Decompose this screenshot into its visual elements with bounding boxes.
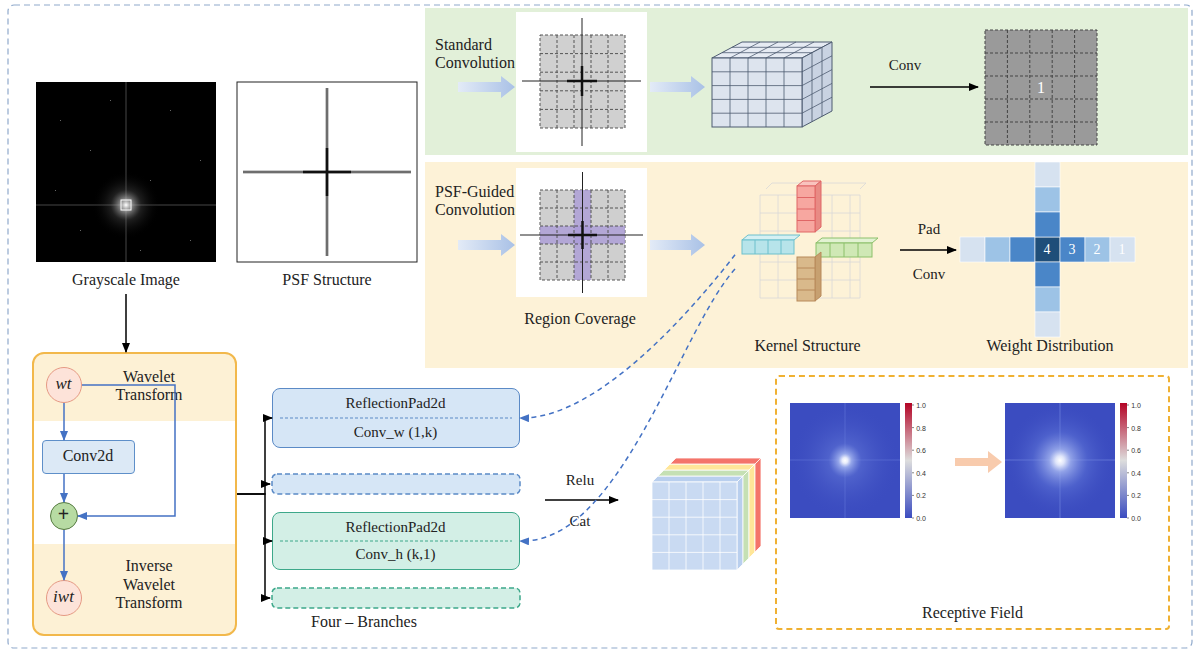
sum-circle: + <box>50 502 78 530</box>
colorbar-tick: 0.6 <box>916 447 926 454</box>
text-label: Pad <box>918 222 941 237</box>
outer-frame <box>8 5 1192 648</box>
connector-arrow <box>237 494 272 541</box>
node-text: Conv_w (1,k) <box>273 419 518 446</box>
standard-convolution-art <box>458 12 1097 152</box>
node-text: + <box>51 502 76 527</box>
node-text: Wavelet Transform <box>104 362 194 410</box>
heatmap <box>790 403 1129 518</box>
wavelet-block: Wavelet TransformInverse Wavelet Transfo… <box>32 352 237 636</box>
connector-arrow <box>63 474 65 502</box>
text-label: Conv <box>913 267 946 282</box>
text-label: Weight Distribution <box>986 338 1113 354</box>
node-text: ReflectionPad2d <box>273 514 518 541</box>
node-text: ReflectionPad2d <box>273 390 518 418</box>
transform-circle: iwt <box>46 580 82 616</box>
connector-arrow <box>63 403 65 440</box>
colorbar-tick: 0.8 <box>1131 424 1141 431</box>
node-text: Conv2d <box>43 441 133 472</box>
node-text: PSF Structure <box>217 268 437 292</box>
colorbar-tick: 0.4 <box>916 469 926 476</box>
branch-art <box>265 418 618 608</box>
text-label: Conv <box>889 58 922 73</box>
node-text: iwt <box>47 580 80 613</box>
connector-arrow <box>125 294 127 352</box>
text-label: Cat <box>570 514 591 529</box>
grayscale-image <box>36 82 216 262</box>
transform-circle: wt <box>46 367 82 403</box>
text-label: 3 <box>1069 243 1076 257</box>
node-text: Conv_h (k,1) <box>273 542 518 568</box>
colorbar-tick: 0.8 <box>916 424 926 431</box>
colorbar-tick: 1.0 <box>1131 402 1141 409</box>
colorbar-tick: 1.0 <box>916 402 926 409</box>
node-text: Receptive Field <box>777 601 1168 625</box>
connector-arrow <box>78 385 175 516</box>
text-label: Four – Branches <box>311 614 417 630</box>
node-text: Kernel Structure <box>720 334 895 358</box>
text-label: 4 <box>1044 243 1051 257</box>
colorbar-tick: 0.6 <box>1131 447 1141 454</box>
text-label: Region Coverage <box>524 311 636 327</box>
colorbar-tick: 0.0 <box>1131 515 1141 522</box>
text-label: Relu <box>566 473 594 488</box>
node-text: wt <box>47 367 80 400</box>
psf-image <box>237 82 417 262</box>
text-label: 1 <box>1119 243 1126 257</box>
text-label: 2 <box>1094 243 1101 257</box>
node-text: Inverse Wavelet Transform <box>104 548 194 622</box>
feature-cube <box>652 458 761 570</box>
conv-box: Conv2d <box>42 440 135 474</box>
colorbar-tick: 0.0 <box>916 515 926 522</box>
connector-arrow <box>237 418 272 494</box>
colorbar-tick: 0.2 <box>916 492 926 499</box>
colorbar-tick: 0.2 <box>1131 492 1141 499</box>
psf-guided-art <box>458 162 1135 337</box>
connector-arrow <box>520 269 735 541</box>
connector-arrow <box>520 255 735 418</box>
connector-arrow <box>63 530 65 580</box>
colorbar-tick: 0.4 <box>1131 469 1141 476</box>
text-label: 1 <box>1037 80 1045 96</box>
node-text: Grayscale Image <box>16 268 236 292</box>
